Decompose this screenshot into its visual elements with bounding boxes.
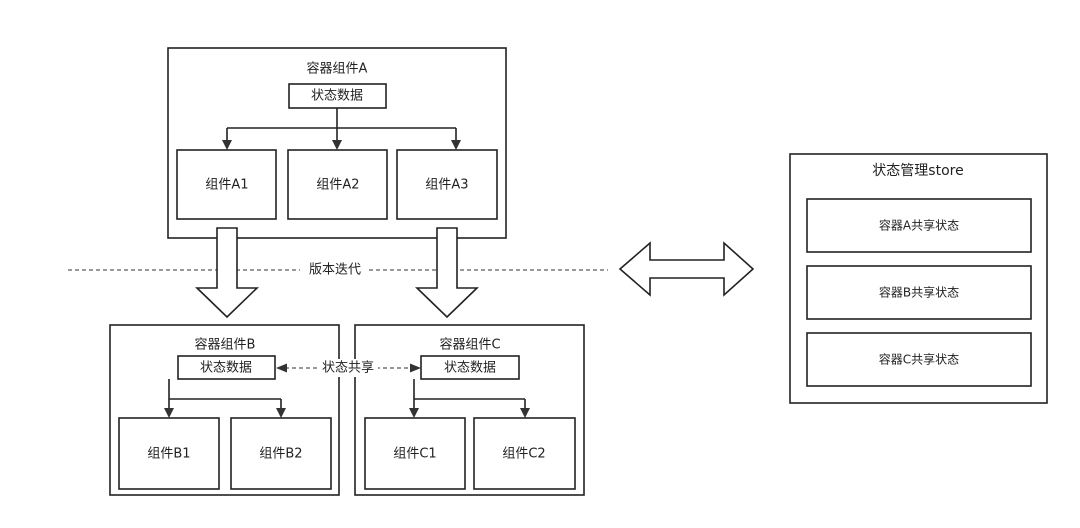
component-b1-label: 组件B1 [147, 447, 190, 462]
arrowhead-left [276, 363, 287, 373]
version-iteration-label: 版本迭代 [309, 263, 361, 278]
component-b1-box [118, 417, 220, 490]
arrowhead [222, 140, 232, 150]
container-a: 容器组件A 状态数据 组件A1 组件A2 组件A3 [167, 47, 507, 239]
component-c2-box [473, 417, 576, 490]
arrowhead [164, 408, 174, 418]
container-c-title: 容器组件C [439, 337, 500, 353]
container-c-connector [413, 379, 526, 410]
component-b2-label: 组件B2 [259, 447, 302, 462]
component-a1-box [176, 149, 277, 220]
container-a-state-label: 状态数据 [311, 89, 363, 104]
container-b-connector [168, 379, 282, 410]
store-sync-double-arrow [618, 241, 755, 297]
store-item-a-box [806, 198, 1032, 253]
store-item-c-box [806, 332, 1032, 387]
store-item-c-label: 容器C共享状态 [879, 352, 959, 367]
container-a-title: 容器组件A [307, 61, 368, 77]
container-a-connector [226, 108, 457, 142]
component-a3-label: 组件A3 [425, 178, 468, 193]
arrowhead [451, 140, 461, 150]
state-sharing-label-bg [318, 359, 378, 377]
arrowhead [332, 140, 342, 150]
component-a2-label: 组件A2 [316, 178, 359, 193]
iteration-arrow-down-right [415, 227, 479, 319]
iteration-arrow-down-left [195, 227, 259, 319]
component-a1-label: 组件A1 [205, 178, 248, 193]
arrowhead [409, 408, 419, 418]
store-item-b-box [806, 265, 1032, 320]
container-c: 容器组件C 状态数据 组件C1 组件C2 [354, 324, 585, 496]
store-panel: 状态管理store 容器A共享状态 容器B共享状态 容器C共享状态 [789, 153, 1048, 404]
store-item-b-label: 容器B共享状态 [879, 285, 959, 300]
container-b-title: 容器组件B [195, 337, 256, 353]
component-c1-label: 组件C1 [393, 447, 436, 462]
component-c2-label: 组件C2 [502, 447, 545, 462]
version-label-bg [300, 261, 368, 279]
store-item-a-label: 容器A共享状态 [879, 218, 959, 233]
state-sharing-label: 状态共享 [322, 360, 374, 376]
container-b: 容器组件B 状态数据 组件B1 组件B2 [109, 324, 340, 496]
container-b-state-box [177, 355, 276, 380]
container-b-state-label: 状态数据 [200, 361, 252, 376]
component-a2-box [287, 149, 388, 220]
arrowhead [276, 408, 286, 418]
component-c1-box [364, 417, 466, 490]
container-c-state-label: 状态数据 [444, 361, 496, 376]
component-a3-box [396, 149, 498, 220]
store-title: 状态管理store [872, 163, 963, 179]
component-b2-box [230, 417, 332, 490]
arrowhead-right [410, 363, 421, 373]
container-c-state-box [420, 355, 520, 380]
arrowhead [520, 408, 530, 418]
